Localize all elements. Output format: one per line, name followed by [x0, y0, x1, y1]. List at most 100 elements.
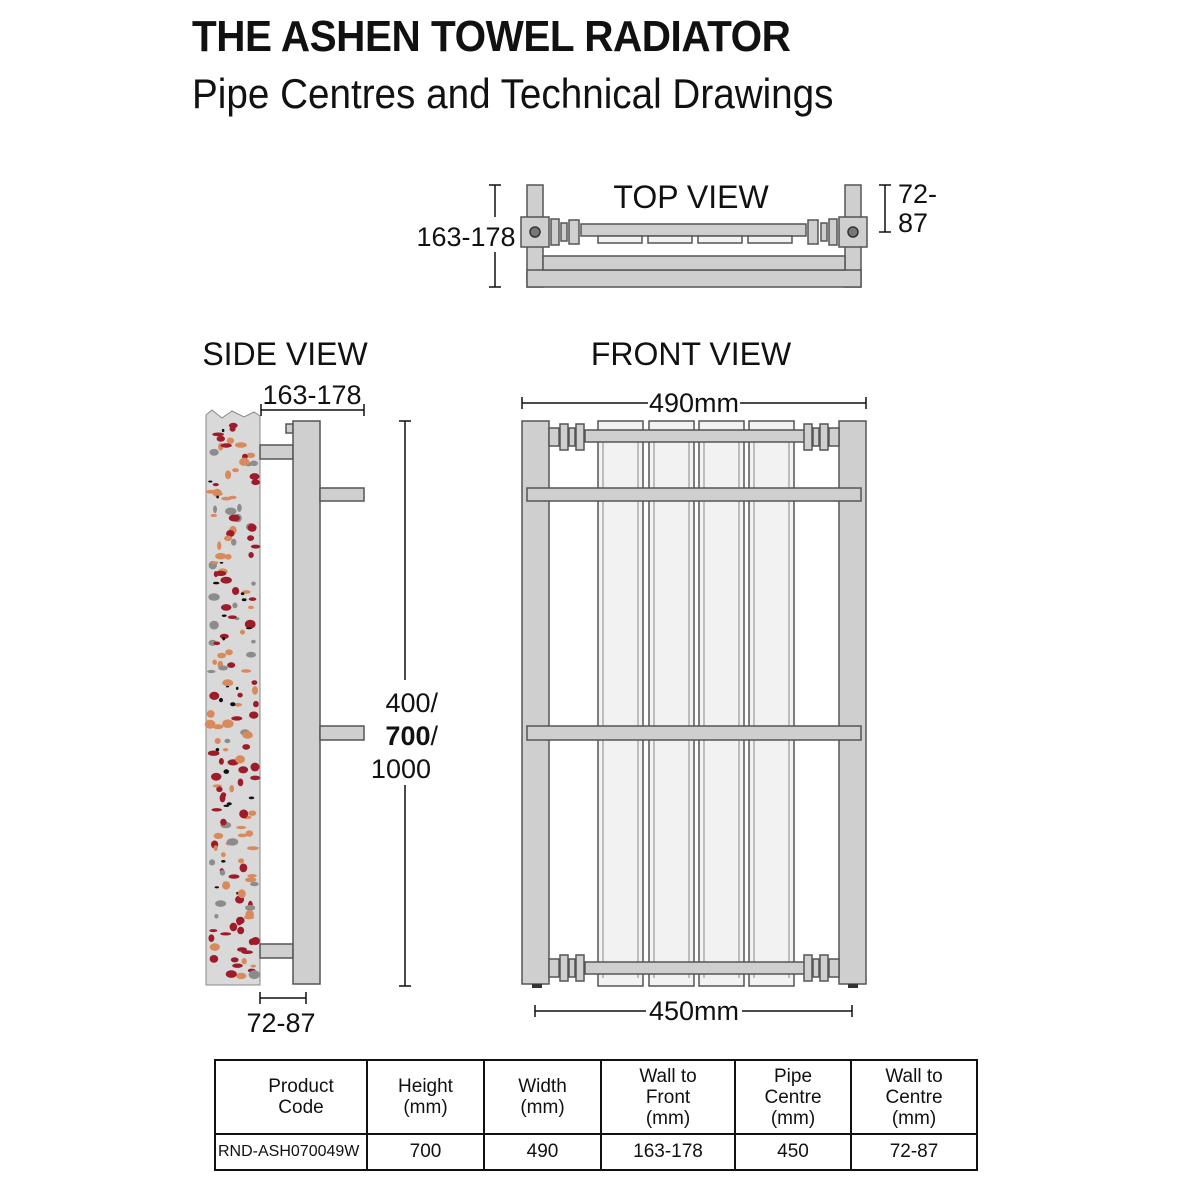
wall-speck — [232, 963, 243, 968]
wall-speck — [217, 541, 222, 551]
wall-speck — [218, 758, 224, 765]
top-view-panel — [747, 235, 793, 244]
wall-aggregate-pattern — [204, 422, 261, 980]
wall-speck — [250, 881, 259, 887]
wall-speck — [231, 538, 237, 546]
cell-product-code: RND-ASH070049W — [214, 1133, 368, 1171]
front-view-foot — [848, 984, 858, 988]
top-view-valve-nut — [820, 222, 828, 242]
wall-speck — [212, 432, 225, 437]
wall-speck — [213, 832, 224, 840]
side-view-pipe-dim: 72-87 — [246, 1008, 315, 1038]
top-view-header-pipe — [580, 223, 807, 237]
front-view-left-upright — [521, 420, 550, 985]
side-view-label: SIDE VIEW — [202, 336, 368, 372]
wall-speck — [212, 483, 219, 487]
side-view-height-line1: 400/ — [385, 688, 438, 718]
wall-speck — [245, 830, 254, 837]
wall-speck — [239, 863, 248, 873]
wall-speck — [248, 970, 260, 980]
wall-speck — [248, 796, 255, 800]
wall-speck — [209, 929, 218, 933]
wall-speck — [227, 615, 237, 619]
wall-speck — [222, 636, 226, 641]
wall-speck — [239, 457, 250, 466]
top-view-depth-dim: 163-178 — [416, 222, 515, 252]
wall-speck — [235, 686, 239, 691]
wall-speck — [245, 904, 256, 911]
wall-speck — [236, 972, 247, 980]
wall-speck — [241, 598, 247, 602]
wall-speck — [223, 769, 230, 774]
wall-speck — [213, 641, 221, 646]
top-view-panel — [697, 235, 743, 244]
wall-speck — [207, 669, 216, 674]
table-row: RND-ASH070049W 700 490 163-178 450 72-87 — [214, 1133, 978, 1171]
top-view-valve-nut — [828, 218, 838, 246]
wall-speck — [250, 964, 257, 968]
wall-speck — [247, 523, 257, 532]
wall-speck — [247, 874, 257, 878]
wall-speck — [208, 934, 215, 942]
wall-speck — [246, 452, 256, 458]
wall-speck — [244, 734, 253, 738]
wall-speck — [215, 748, 220, 752]
side-view-depth-dim: 163-178 — [262, 380, 361, 410]
wall-speck — [237, 926, 245, 935]
side-view-height-selected: 700 — [385, 721, 430, 751]
wall-speck — [225, 970, 237, 978]
front-view-top-valves — [548, 423, 840, 451]
wall-speck — [226, 437, 235, 444]
wall-speck — [222, 748, 229, 752]
top-view-panel — [647, 235, 693, 244]
wall-speck — [213, 581, 220, 585]
top-view-pipe-dim-line1: 72- — [898, 179, 937, 209]
wall-speck — [251, 581, 256, 586]
wall-speck — [226, 838, 239, 846]
wall-speck — [248, 552, 254, 558]
wall-speck — [237, 503, 242, 512]
wall-speck — [222, 881, 231, 890]
header-wall-to-centre: Wall to Centre (mm) — [850, 1059, 978, 1135]
wall-speck — [210, 513, 217, 518]
wall-speck — [244, 915, 255, 920]
wall-speck — [220, 604, 232, 611]
wall-speck — [245, 627, 253, 630]
wall-speck — [229, 922, 238, 932]
top-view-valve-nut — [550, 218, 560, 246]
wall-speck — [214, 886, 219, 889]
top-view-front-bar — [526, 269, 862, 288]
wall-speck — [240, 592, 245, 596]
wall-speck — [218, 492, 223, 496]
side-view-rail — [319, 487, 365, 502]
cell-pipe-centre: 450 — [734, 1133, 852, 1171]
spec-table: Product Code Height (mm) Width (mm) Wall… — [214, 1059, 978, 1171]
wall-speck — [221, 428, 225, 433]
wall-speck — [225, 507, 237, 515]
wall-speck — [220, 443, 232, 448]
wall-speck — [209, 943, 220, 951]
wall-speck — [224, 535, 232, 542]
wall-speck — [247, 846, 259, 851]
wall-speck — [234, 703, 243, 707]
wall-speck — [225, 470, 232, 480]
wall-speck — [209, 859, 216, 866]
top-view-label: TOP VIEW — [613, 179, 769, 215]
wall-speck — [217, 652, 227, 659]
wall-speck — [231, 716, 243, 721]
wall-speck — [241, 950, 253, 954]
wall-speck — [235, 755, 246, 764]
wall-speck — [221, 860, 226, 863]
wall-speck — [250, 762, 260, 772]
wall-speck — [209, 448, 219, 456]
side-view: SIDE VIEW 163-178 72-87 400/ 700/ 1000 — [202, 336, 438, 1038]
wall-speck — [244, 619, 256, 629]
technical-drawing: 163-178 72- 87 TOP VIEW SIDE VIEW 163-17… — [202, 179, 937, 1038]
wall-speck — [205, 489, 217, 494]
wall-speck — [238, 858, 245, 864]
wall-speck — [212, 659, 217, 665]
header-product-code: Product Code — [214, 1059, 368, 1135]
side-view-height-line3: 1000 — [371, 754, 431, 784]
top-view-panel — [597, 235, 643, 244]
cell-wall-to-front: 163-178 — [600, 1133, 736, 1171]
